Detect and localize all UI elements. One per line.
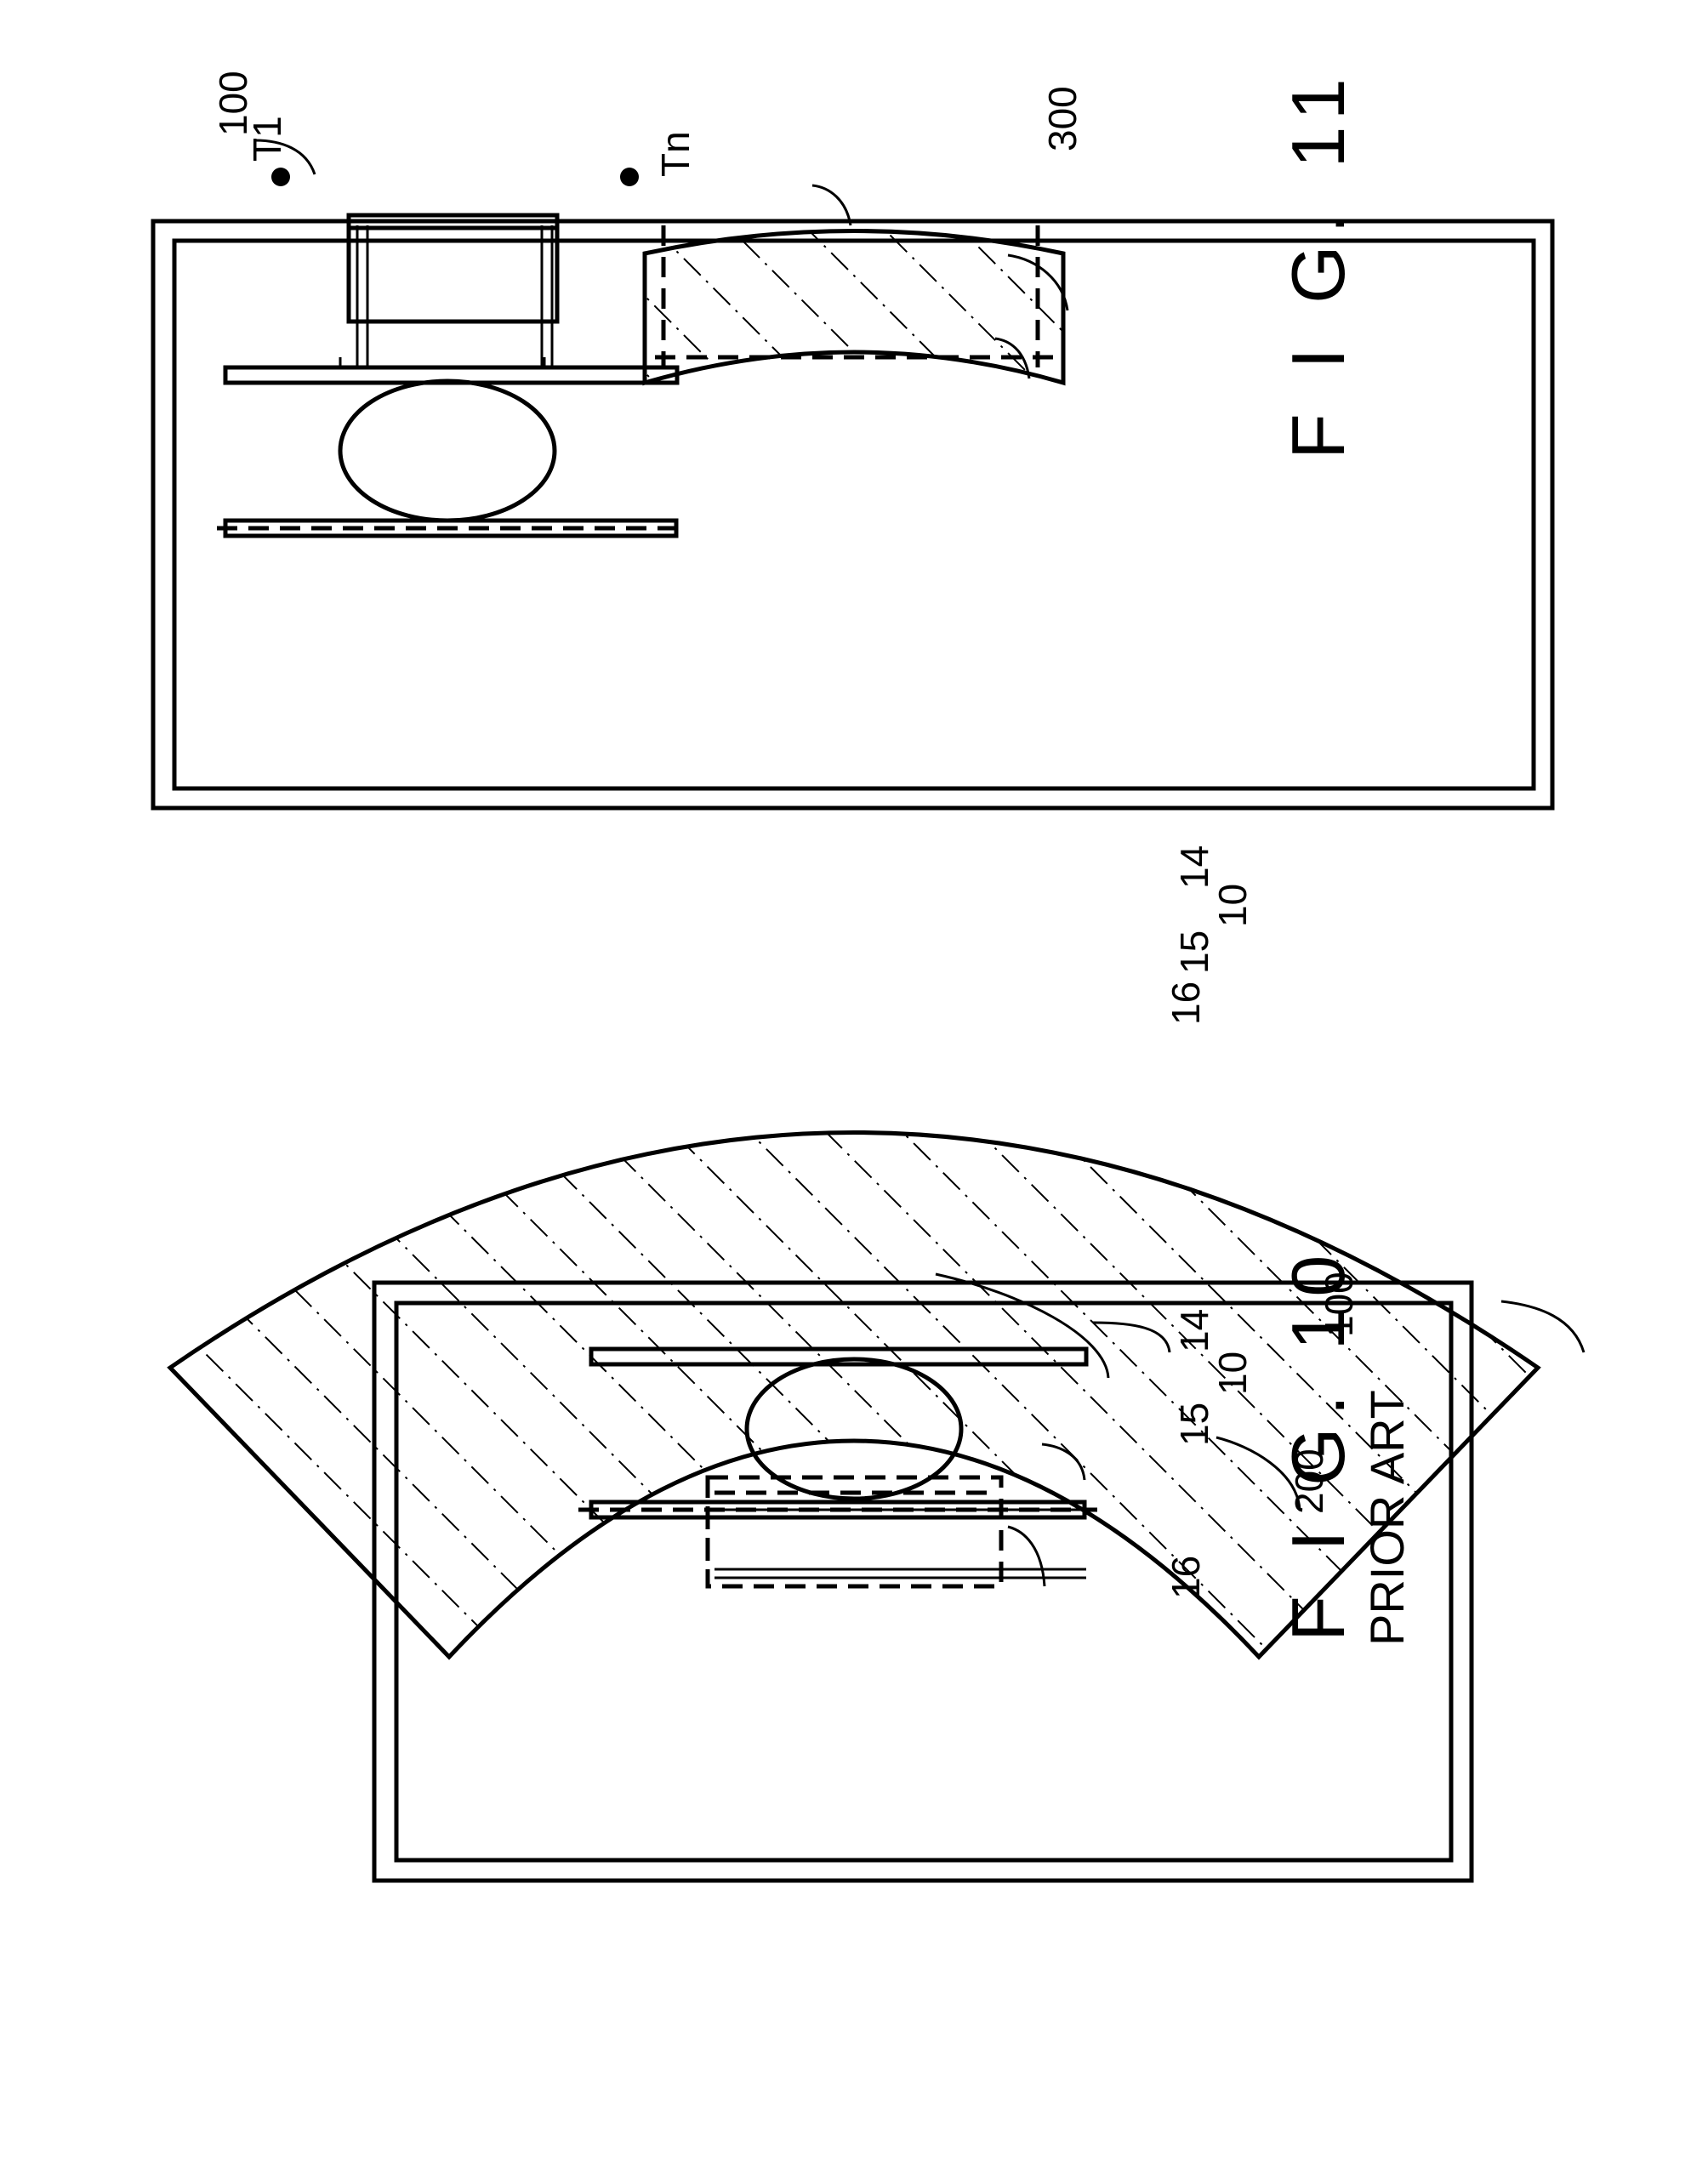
fig11-source-100 <box>349 215 557 322</box>
fig10-leader-15 <box>1042 1444 1085 1480</box>
fig11-label-16: 16 <box>1164 982 1208 1025</box>
fig11-marker-t1 <box>271 168 290 186</box>
fig11-detector-300 <box>645 231 1063 384</box>
fig10-leader-200 <box>1501 1301 1584 1352</box>
fig11-marker-tn <box>620 168 639 186</box>
fig11-label-300: 300 <box>1040 86 1085 151</box>
fig10-label-16: 16 <box>1164 1556 1208 1599</box>
fig10-leader-14 <box>1093 1323 1170 1352</box>
fig11-object-10 <box>340 381 555 521</box>
fig10-label-14: 14 <box>1172 1309 1216 1352</box>
fig11-label-14: 14 <box>1172 845 1216 889</box>
fig11-label-10: 10 <box>1210 884 1255 927</box>
fig11-diagram: 100 T1 Tn 300 14 10 15 16 F I G. 11 <box>153 0 1552 1025</box>
fig11-label-tn: Tn <box>653 131 697 177</box>
fig10-subtitle: PRIOR ART <box>1360 1390 1414 1646</box>
fig11-label-15: 15 <box>1172 931 1216 974</box>
fig11-label-t1: T1 <box>245 116 289 162</box>
fig10-label-10: 10 <box>1210 1352 1255 1395</box>
fig10-title: F I G. 10 <box>1276 1244 1360 1642</box>
fig11-title: F I G. 11 <box>1276 66 1360 459</box>
fig10-label-15: 15 <box>1172 1403 1216 1446</box>
fig11-detector-hatching <box>595 0 1106 834</box>
